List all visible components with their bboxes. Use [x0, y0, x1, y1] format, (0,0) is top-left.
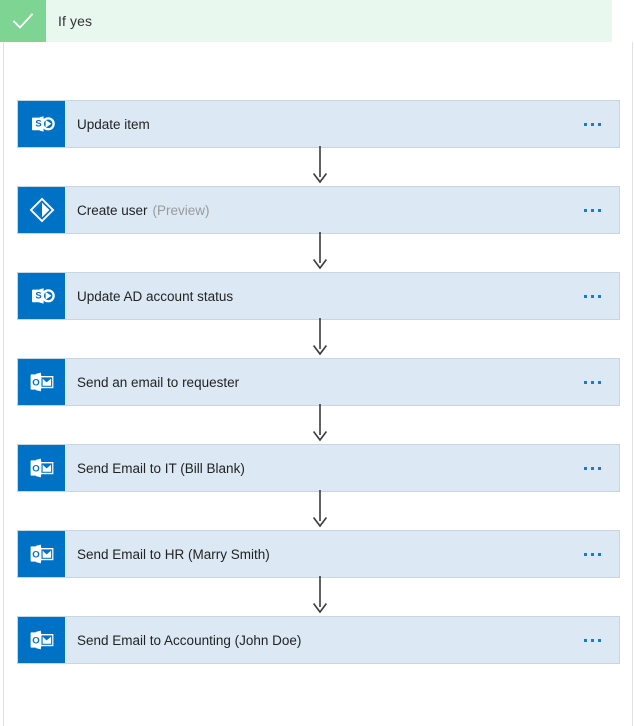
action-card-label: Send Email to IT (Bill Blank): [65, 445, 574, 491]
action-card[interactable]: O Send Email to Accounting (John Doe): [17, 616, 620, 664]
action-card[interactable]: S Update AD account status: [17, 272, 620, 320]
canvas-right-border: [632, 42, 633, 726]
sharepoint-icon: S: [18, 101, 65, 147]
action-node: O Send Email to Accounting (John Doe): [17, 616, 620, 664]
svg-text:S: S: [35, 118, 41, 129]
action-list: S Update item Create user(Preview) S Upd…: [0, 42, 634, 726]
more-options-icon[interactable]: [574, 445, 619, 491]
arrow-down-connector: [310, 576, 330, 614]
check-icon: [0, 0, 46, 42]
svg-text:S: S: [35, 290, 41, 301]
action-card[interactable]: O Send Email to HR (Marry Smith): [17, 530, 620, 578]
arrow-down-connector: [310, 490, 330, 528]
outlook-icon: O: [18, 531, 65, 577]
action-node: S Update item: [17, 100, 620, 148]
action-card-label: Update item: [65, 101, 574, 147]
action-card-title: Send Email to HR (Marry Smith): [77, 546, 270, 562]
action-card-label: Send Email to HR (Marry Smith): [65, 531, 574, 577]
more-options-icon[interactable]: [574, 531, 619, 577]
action-card-label: Create user(Preview): [65, 187, 574, 233]
action-card-title: Update AD account status: [77, 288, 234, 304]
more-options-icon[interactable]: [574, 273, 619, 319]
action-card-title: Create user: [77, 202, 148, 218]
action-card[interactable]: Create user(Preview): [17, 186, 620, 234]
arrow-down-connector: [310, 146, 330, 184]
arrow-down-connector: [310, 232, 330, 270]
action-card[interactable]: O Send an email to requester: [17, 358, 620, 406]
action-card-title: Update item: [77, 116, 150, 132]
more-options-icon[interactable]: [574, 187, 619, 233]
arrow-down-connector: [310, 318, 330, 356]
outlook-icon: O: [18, 617, 65, 663]
action-node: O Send an email to requester: [17, 358, 620, 406]
svg-text:O: O: [32, 463, 40, 474]
action-card-title: Send Email to IT (Bill Blank): [77, 460, 245, 476]
action-card[interactable]: S Update item: [17, 100, 620, 148]
svg-text:O: O: [32, 635, 40, 646]
azure-ad-icon: [18, 187, 65, 233]
action-node: Create user(Preview): [17, 186, 620, 234]
scope-header-if-yes[interactable]: If yes: [0, 0, 612, 42]
more-options-icon[interactable]: [574, 359, 619, 405]
outlook-icon: O: [18, 445, 65, 491]
outlook-icon: O: [18, 359, 65, 405]
action-card-title: Send an email to requester: [77, 374, 240, 390]
more-options-icon[interactable]: [574, 101, 619, 147]
action-card-title: Send Email to Accounting (John Doe): [77, 632, 302, 648]
action-card-label: Send an email to requester: [65, 359, 574, 405]
arrow-down-connector: [310, 404, 330, 442]
action-node: S Update AD account status: [17, 272, 620, 320]
action-card-label: Update AD account status: [65, 273, 574, 319]
scope-title: If yes: [58, 13, 93, 29]
svg-text:O: O: [32, 377, 40, 388]
more-options-icon[interactable]: [574, 617, 619, 663]
action-node: O Send Email to HR (Marry Smith): [17, 530, 620, 578]
action-card[interactable]: O Send Email to IT (Bill Blank): [17, 444, 620, 492]
svg-text:O: O: [32, 549, 40, 560]
canvas-left-border: [3, 42, 4, 726]
action-card-label: Send Email to Accounting (John Doe): [65, 617, 574, 663]
action-node: O Send Email to IT (Bill Blank): [17, 444, 620, 492]
sharepoint-icon: S: [18, 273, 65, 319]
action-card-subtitle: (Preview): [152, 202, 210, 218]
